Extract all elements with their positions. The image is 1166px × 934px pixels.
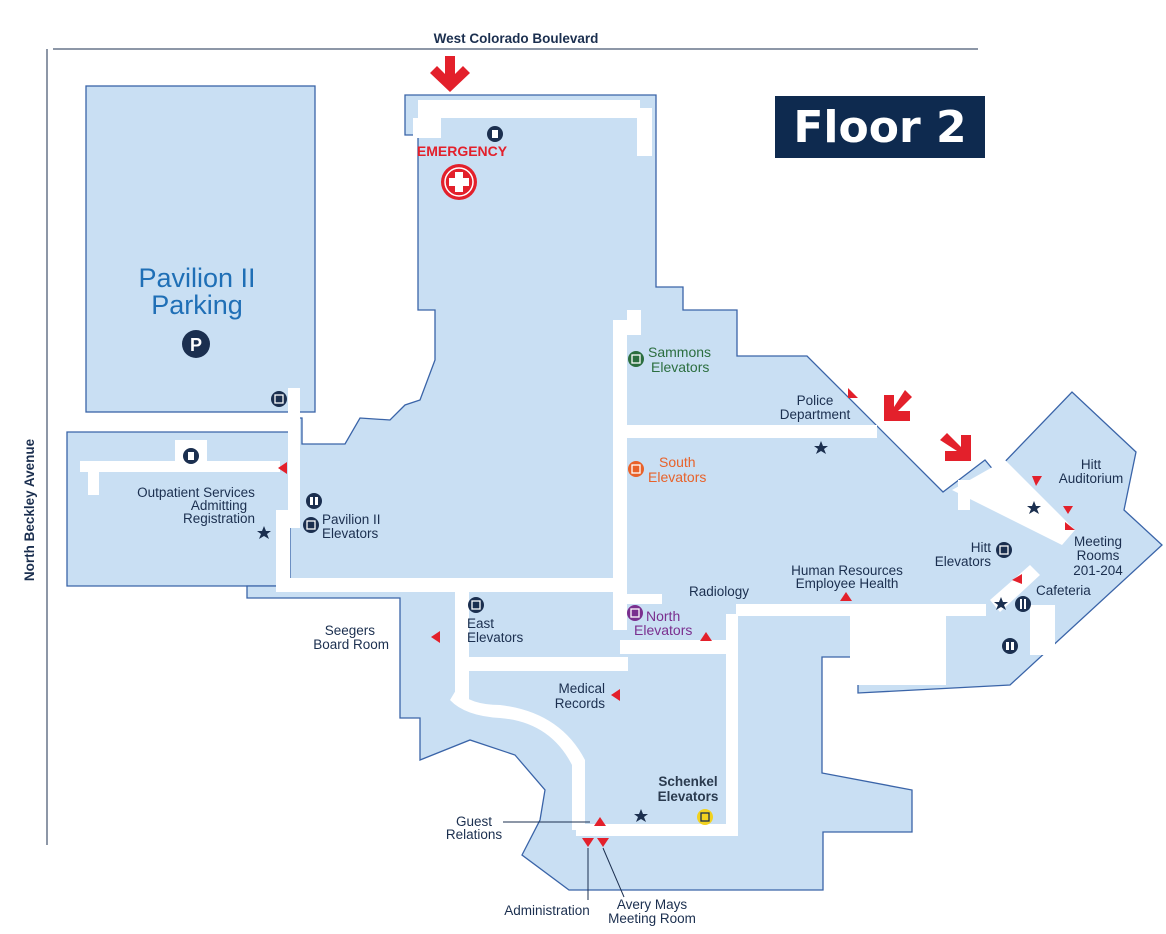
hitt-elevators-line1: Hitt: [971, 540, 991, 555]
elevator-icon: [271, 391, 287, 407]
star-icon: [1027, 501, 1041, 514]
sammons-elevators-line2: Elevators: [651, 359, 709, 375]
hitt-auditorium-label-line2: Auditorium: [1059, 471, 1124, 486]
entrance-arrow-icon: [430, 56, 470, 92]
parking-structure: [85, 85, 316, 413]
north-elevators-line1: North: [646, 608, 680, 624]
elevator-icon: [628, 351, 644, 367]
south-elevators-line2: Elevators: [648, 469, 706, 485]
outpatient-label-line1: Outpatient Services: [137, 485, 255, 500]
avery-mays-label-line2: Meeting Room: [608, 911, 696, 926]
street-label-west: North Beckley Avenue: [22, 438, 37, 581]
elevator-icon: [468, 597, 484, 613]
street-label-north: West Colorado Boulevard: [434, 31, 599, 46]
entrance-arrow-icon: [884, 390, 912, 421]
elevator-icon: [303, 517, 319, 533]
human-resources-label-line2: Employee Health: [796, 576, 899, 591]
parking-label-line2: Parking: [151, 290, 243, 320]
svg-text:P: P: [190, 335, 202, 355]
star-icon: [257, 526, 271, 539]
main-building: [246, 94, 1163, 891]
destination-triangle-icon: [700, 632, 712, 641]
police-label-line2: Department: [780, 407, 851, 422]
cafeteria-label: Cafeteria: [1036, 583, 1091, 598]
star-icon: [814, 441, 828, 454]
schenkel-elevators-line2: Elevators: [658, 789, 719, 804]
elevator-icon: [996, 542, 1012, 558]
destination-triangle-icon: [597, 838, 609, 847]
destination-triangle-icon: [594, 817, 606, 826]
schenkel-elevators-line1: Schenkel: [658, 774, 717, 789]
medical-records-label-line1: Medical: [558, 681, 605, 696]
destination-triangle-icon: [1065, 522, 1075, 530]
star-icon: [634, 809, 648, 822]
pavilion-elevators-line2: Elevators: [322, 526, 379, 541]
destination-triangle-icon: [278, 462, 287, 474]
leader-line: [602, 847, 625, 898]
outpatient-label-line2: Admitting: [191, 498, 247, 513]
cafeteria-icon: [1015, 596, 1031, 612]
parking-icon: P: [182, 330, 210, 358]
east-elevators-line2: Elevators: [467, 630, 524, 645]
info-icon: [183, 448, 199, 464]
sammons-elevators-line1: Sammons: [648, 344, 711, 360]
pavilion-elevators-line1: Pavilion II: [322, 512, 381, 527]
destination-triangle-icon: [1012, 574, 1022, 584]
meeting-rooms-label-line1: Meeting: [1074, 534, 1122, 549]
meeting-rooms-label-line3: 201-204: [1073, 563, 1123, 578]
guest-relations-label-line2: Relations: [446, 827, 503, 842]
east-elevators-line1: East: [467, 616, 494, 631]
restroom-icon: [306, 493, 322, 509]
destination-triangle-icon: [582, 838, 594, 847]
elevator-icon: [697, 809, 713, 825]
medical-records-label-line2: Records: [555, 696, 606, 711]
radiology-label: Radiology: [689, 584, 749, 599]
elevator-icon: [628, 461, 644, 477]
human-resources-label-line1: Human Resources: [791, 563, 903, 578]
destination-triangle-icon: [1032, 476, 1042, 486]
police-label-line1: Police: [797, 393, 834, 408]
outpatient-label-line3: Registration: [183, 511, 255, 526]
destination-triangle-icon: [611, 689, 620, 701]
south-elevators-line1: South: [659, 454, 696, 470]
entrance-arrow-icon: [940, 433, 971, 461]
avery-mays-label-line1: Avery Mays: [617, 897, 688, 912]
destination-triangle-icon: [840, 592, 852, 601]
destination-triangle-icon: [1063, 506, 1073, 514]
seegers-label-line2: Board Room: [313, 637, 389, 652]
hallways: [80, 100, 1075, 836]
administration-label: Administration: [504, 903, 590, 918]
north-elevators-line2: Elevators: [634, 622, 692, 638]
guest-relations-label-line1: Guest: [456, 814, 492, 829]
star-icon: [994, 597, 1008, 610]
hitt-elevators-line2: Elevators: [935, 554, 992, 569]
destination-triangle-icon: [848, 388, 858, 398]
floor-title: Floor 2: [793, 102, 966, 153]
seegers-label-line1: Seegers: [325, 623, 376, 638]
restroom-icon: [1002, 638, 1018, 654]
parking-label-line1: Pavilion II: [138, 263, 255, 293]
meeting-rooms-label-line2: Rooms: [1077, 548, 1120, 563]
emergency-label: EMERGENCY: [417, 143, 508, 159]
destination-triangle-icon: [431, 631, 440, 643]
info-icon: [487, 126, 503, 142]
emergency-cross-icon: [441, 164, 477, 200]
elevator-icon: [627, 605, 643, 621]
hitt-auditorium-label-line1: Hitt: [1081, 457, 1101, 472]
floor-title-box: [775, 96, 985, 158]
